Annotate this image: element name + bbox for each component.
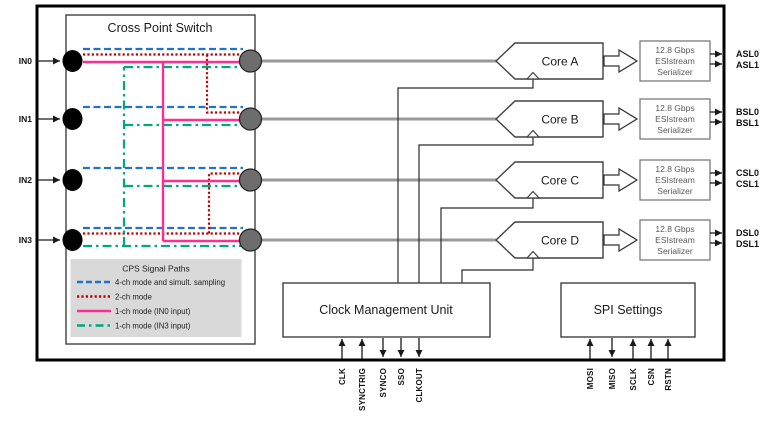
serializer-a-line1: 12.8 Gbps [655, 45, 694, 55]
serializer-c-box [639, 159, 711, 201]
block-arrow-icon [603, 167, 639, 193]
signal-path-1ch-in3 [83, 65, 244, 248]
input-dot-in0 [62, 50, 83, 72]
output-label-bsl0: BSL0 [736, 107, 759, 117]
input-dot-in2 [62, 169, 83, 191]
cps-output-node-c [238, 168, 263, 192]
core-c-clock-notch-icon [525, 190, 541, 199]
cmu-pin-arrows [338, 338, 423, 359]
legend-item-1ch-in0: 1-ch mode (IN0 input) [115, 307, 191, 316]
legend-background [70, 259, 242, 337]
serializer-a-line3: Serializer [657, 67, 693, 77]
core-d-row: Core D 12.8 Gbps ESIstream Serializer DS… [494, 219, 759, 261]
input-label-in3: IN3 [19, 235, 33, 245]
block-arrow-icon [603, 48, 639, 74]
core-b-label: Core B [541, 113, 578, 127]
pin-label-clkout: CLKOUT [415, 368, 424, 403]
legend-item-2ch: 2-ch mode [115, 293, 152, 302]
serializer-b-line1: 12.8 Gbps [655, 103, 694, 113]
output-label-asl0: ASL0 [736, 49, 759, 59]
core-d-block [494, 221, 604, 259]
input-dot-in3 [62, 229, 83, 251]
input-label-in2: IN2 [19, 175, 33, 185]
input-arrows [37, 57, 60, 244]
serializer-d-line1: 12.8 Gbps [655, 224, 694, 234]
cps-output-node-a [238, 49, 263, 73]
core-clock-lines [397, 79, 534, 283]
input-label-in0: IN0 [19, 56, 33, 66]
serializer-a-line2: ESIstream [655, 56, 695, 66]
legend-item-4ch: 4-ch mode and simult. sampling [115, 278, 225, 287]
input-label-in1: IN1 [19, 114, 33, 124]
serializer-d-line2: ESIstream [655, 235, 695, 245]
signal-path-1ch-in0 [83, 60, 244, 243]
serializer-c-line3: Serializer [657, 186, 693, 196]
analog-bus-lines [252, 59, 500, 242]
block-arrow-icon [603, 106, 639, 132]
clock-line-core-c [440, 198, 534, 283]
cmu-box [282, 282, 491, 338]
pin-label-clk: CLK [338, 368, 347, 385]
core-b-row: Core B 12.8 Gbps ESIstream Serializer BS… [494, 98, 759, 140]
core-b-block [494, 100, 604, 138]
core-c-label: Core C [541, 174, 579, 188]
legend-box: CPS Signal Paths 4-ch mode and simult. s… [70, 259, 242, 337]
cps-output-node-d [238, 228, 263, 252]
core-c-block [494, 161, 604, 199]
serializer-c-line1: 12.8 Gbps [655, 164, 694, 174]
core-a-label: Core A [542, 55, 579, 69]
core-a-block [494, 42, 604, 80]
cps-output-nodes [238, 49, 263, 252]
output-label-dsl1: DSL1 [736, 239, 759, 249]
clock-line-core-a [397, 79, 534, 283]
core-d-clock-notch-icon [525, 250, 541, 259]
core-a-clock-notch-icon [525, 71, 541, 80]
legend-item-1ch-in3: 1-ch mode (IN3 input) [115, 322, 191, 331]
pin-label-synco: SYNCO [379, 368, 388, 397]
pin-label-synctrig: SYNCTRIG [358, 368, 367, 411]
cmu-title: Clock Management Unit [319, 303, 453, 317]
cps-title: Cross Point Switch [108, 21, 213, 35]
core-a-row: Core A 12.8 Gbps ESIstream Serializer AS… [494, 40, 759, 82]
clock-line-core-d [461, 258, 534, 283]
clock-line-core-b [418, 137, 534, 283]
pin-label-sso: SSO [397, 368, 406, 386]
output-label-asl1: ASL1 [736, 60, 759, 70]
legend-title: CPS Signal Paths [122, 264, 190, 274]
serializer-d-box [639, 219, 711, 261]
pin-label-miso: MISO [608, 368, 617, 389]
output-label-dsl0: DSL0 [736, 228, 759, 238]
output-label-bsl1: BSL1 [736, 118, 759, 128]
output-label-csl1: CSL1 [736, 179, 759, 189]
input-dot-in1 [62, 108, 83, 130]
serializer-a-box [639, 40, 711, 82]
cps-input-nodes [62, 50, 83, 251]
spi-title: SPI Settings [594, 303, 663, 317]
pin-label-mosi: MOSI [586, 368, 595, 389]
serializer-b-line3: Serializer [657, 125, 693, 135]
pin-label-rstn: RSTN [664, 368, 673, 391]
cps-output-node-b [238, 107, 263, 131]
core-d-label: Core D [541, 234, 579, 248]
pin-label-sclk: SCLK [629, 368, 638, 391]
core-b-clock-notch-icon [525, 129, 541, 138]
output-label-csl0: CSL0 [736, 168, 759, 178]
serializer-b-box [639, 98, 711, 140]
spi-pin-arrows [586, 338, 672, 359]
serializer-c-line2: ESIstream [655, 175, 695, 185]
core-c-row: Core C 12.8 Gbps ESIstream Serializer CS… [494, 159, 759, 201]
spi-box [560, 282, 696, 338]
block-arrow-icon [603, 227, 639, 253]
serializer-d-line3: Serializer [657, 246, 693, 256]
pin-label-csn: CSN [647, 368, 656, 386]
serializer-b-line2: ESIstream [655, 114, 695, 124]
